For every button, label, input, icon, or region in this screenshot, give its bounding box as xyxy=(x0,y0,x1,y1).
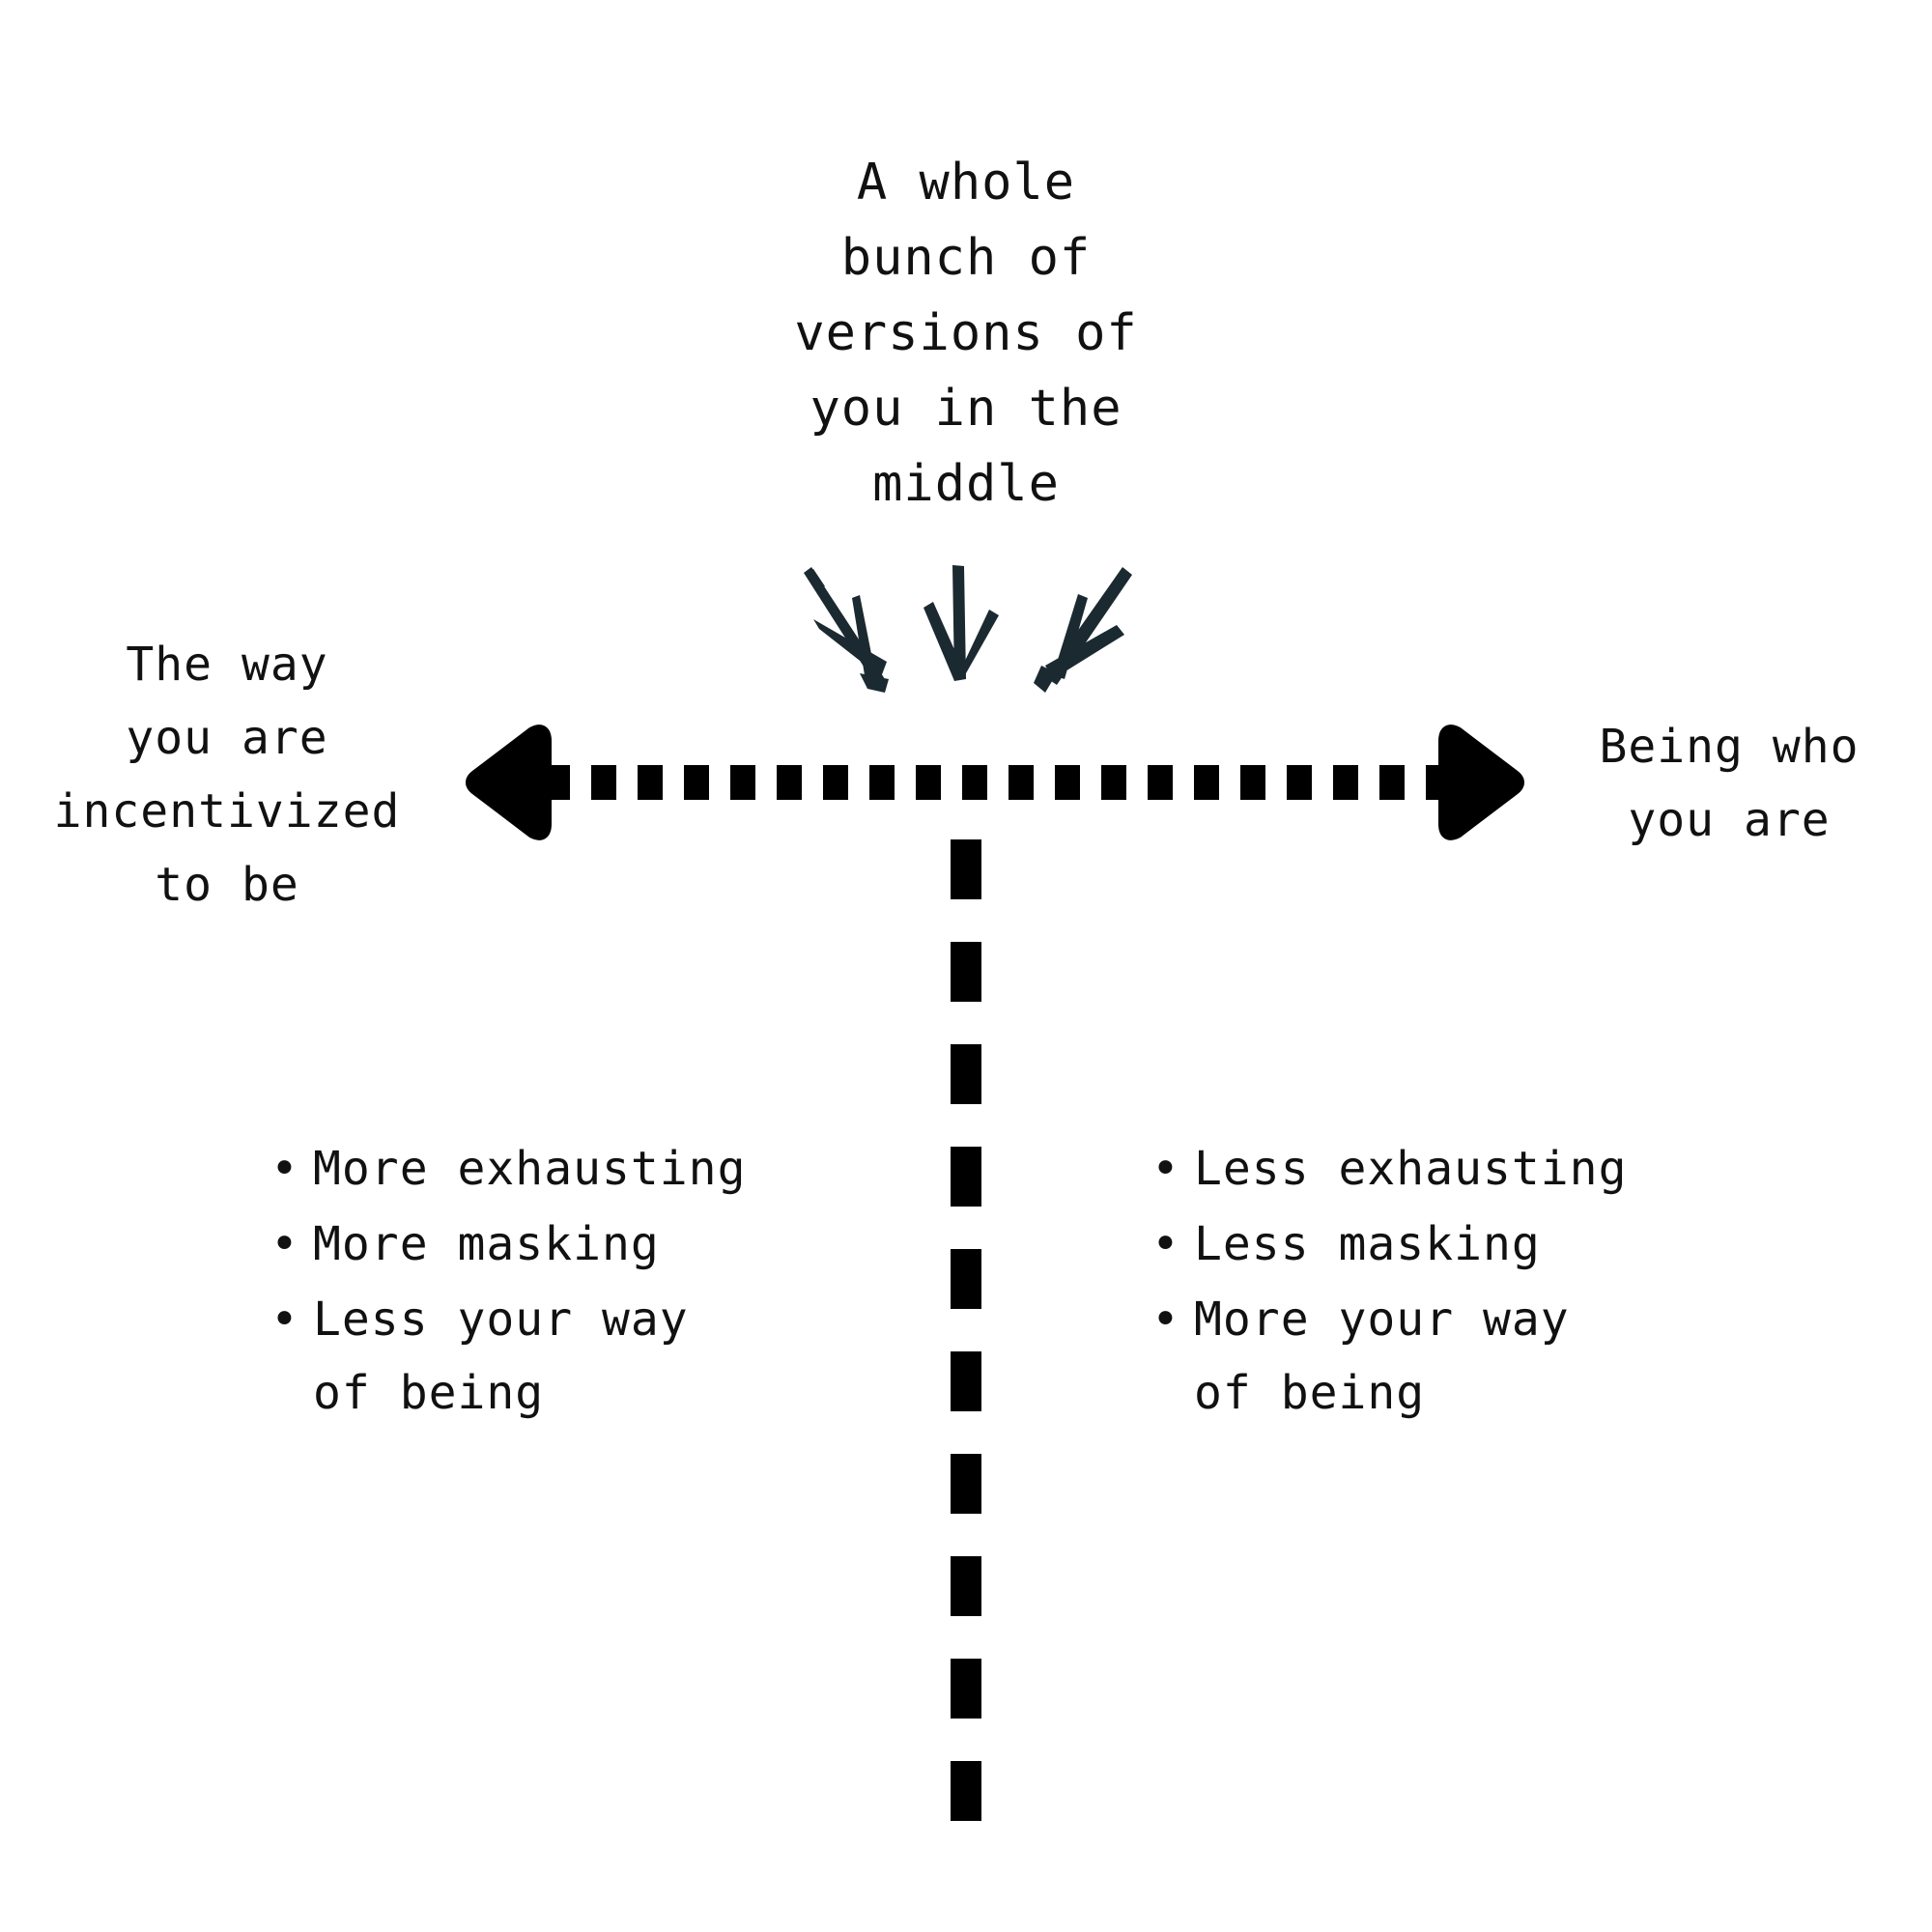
sketch-arrows-group xyxy=(792,565,1140,720)
axis-label-right: Being who you are xyxy=(1599,720,1860,847)
list-item-label: More your way of being xyxy=(1194,1293,1570,1420)
right-bullet-list: • Less exhausting • Less masking • More … xyxy=(1151,1132,1750,1432)
left-arrowhead-icon xyxy=(466,724,552,840)
top-caption: A whole bunch of versions of you in the … xyxy=(794,154,1138,513)
horizontal-spectrum-axis xyxy=(464,720,1526,845)
list-item: • More exhausting xyxy=(270,1132,869,1206)
down-arrow-icon xyxy=(923,565,999,681)
list-item-label: Less exhausting xyxy=(1194,1142,1628,1196)
list-item: • More your way of being xyxy=(1151,1283,1750,1430)
axis-label-left: The way you are incentivized to be xyxy=(53,638,401,912)
bullet-icon: • xyxy=(1151,1142,1180,1196)
list-item-label: Less masking xyxy=(1194,1217,1541,1271)
list-item: • Less exhausting xyxy=(1151,1132,1750,1206)
list-item: • Less masking xyxy=(1151,1208,1750,1281)
bullet-icon: • xyxy=(1151,1217,1180,1271)
bullet-icon: • xyxy=(270,1293,299,1347)
down-left-arrow-icon xyxy=(1034,567,1132,693)
right-arrowhead-icon xyxy=(1438,724,1524,840)
vertical-divider xyxy=(951,836,981,1860)
bullet-icon: • xyxy=(270,1217,299,1271)
list-item-label: More exhausting xyxy=(313,1142,747,1196)
bullet-icon: • xyxy=(1151,1293,1180,1347)
list-item: • Less your way of being xyxy=(270,1283,869,1430)
list-item-label: More masking xyxy=(313,1217,660,1271)
list-item-label: Less your way of being xyxy=(313,1293,689,1420)
list-item: • More masking xyxy=(270,1208,869,1281)
down-right-arrow-icon xyxy=(804,567,889,693)
bullet-icon: • xyxy=(270,1142,299,1196)
left-bullet-list: • More exhausting • More masking • Less … xyxy=(270,1132,869,1432)
